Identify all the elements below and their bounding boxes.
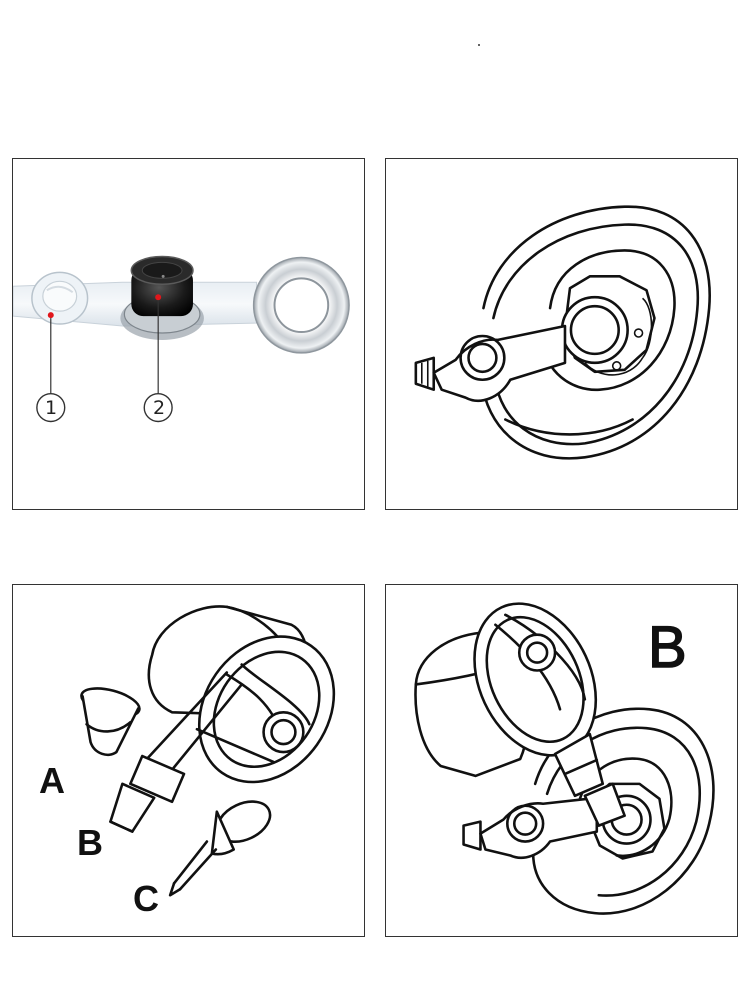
- pump-nozzle: [262, 710, 305, 754]
- part-label-c: C: [133, 878, 159, 919]
- part-label-a: A: [39, 760, 65, 801]
- tip-c: [168, 800, 272, 897]
- panel-pump-tips: A B C: [12, 584, 365, 937]
- connector-tip: [553, 732, 605, 798]
- ring-grommet: [252, 256, 350, 354]
- panel-photo-valves: ① 1 ② 2: [12, 158, 365, 510]
- pump-attached-drawing: [414, 602, 715, 915]
- arm-port: [459, 334, 506, 382]
- part-label-b: B: [77, 822, 103, 863]
- clear-valve: [31, 271, 89, 325]
- speck: [478, 44, 480, 46]
- big-label-b: B: [647, 615, 687, 680]
- inner-dish: [541, 249, 676, 391]
- valve-flange: [531, 707, 715, 915]
- callout-number-2: 2: [153, 397, 166, 419]
- tube-arm: [479, 796, 599, 860]
- valve-nut: [589, 782, 666, 860]
- tube-arm: [432, 324, 567, 403]
- panel-pump-attached: B: [385, 584, 738, 937]
- marker-dot-2: [155, 294, 162, 301]
- black-valve: [120, 255, 204, 340]
- tip-b: [109, 754, 186, 833]
- tip-a: [80, 687, 141, 756]
- valve-photo: [13, 255, 350, 423]
- valve-seat-drawing: [414, 205, 711, 460]
- outer-flange: [480, 205, 711, 460]
- barb-tip: [414, 356, 436, 391]
- panel-valve-seat: [385, 158, 738, 510]
- callout-number-1: 1: [45, 397, 58, 419]
- marker-dot-1: [47, 312, 54, 319]
- pump-tips-drawing: [80, 605, 336, 897]
